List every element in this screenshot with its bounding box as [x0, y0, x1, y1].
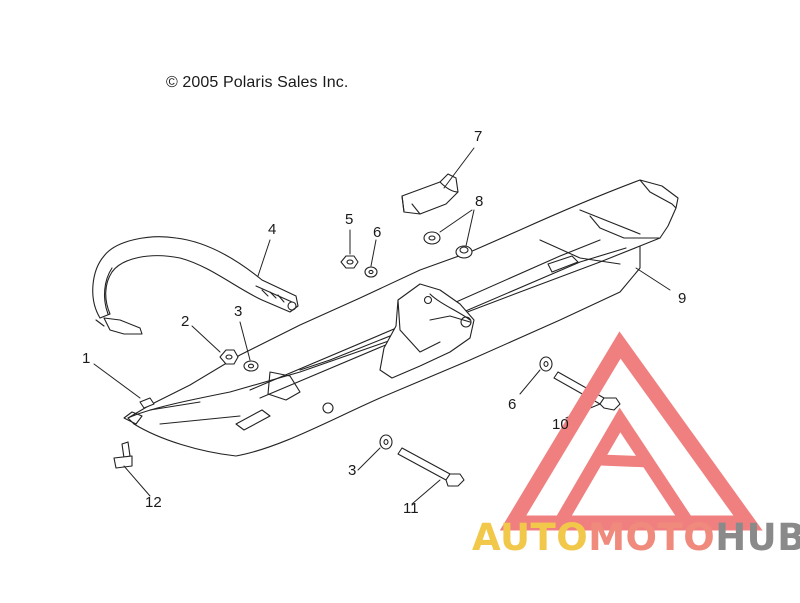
watermark-auto: AUTO — [472, 516, 589, 559]
callout-6-lower: 6 — [508, 396, 517, 413]
washer-6b — [539, 356, 553, 372]
callout-9: 9 — [678, 290, 687, 307]
callout-8: 8 — [475, 193, 484, 210]
callout-3-lower: 3 — [348, 462, 357, 479]
callout-1: 1 — [82, 350, 91, 367]
callout-7: 7 — [474, 128, 483, 145]
nut-2 — [219, 349, 239, 365]
callout-11: 11 — [403, 500, 419, 517]
bolt-12 — [113, 441, 133, 469]
watermark-hub: HUB — [715, 516, 800, 559]
watermark-logo — [499, 331, 763, 531]
callout-6-upper: 6 — [373, 224, 382, 241]
callout-4: 4 — [268, 221, 277, 238]
callout-5: 5 — [345, 211, 354, 228]
bushing-8b — [455, 245, 473, 259]
watermark-text: AUTOMOTOHUB — [472, 516, 800, 559]
skid-pad — [401, 173, 459, 215]
nut-5 — [340, 255, 359, 269]
callout-10: 10 — [552, 416, 569, 433]
copyright-text: © 2005 Polaris Sales Inc. — [166, 74, 349, 91]
ski-body — [123, 179, 679, 457]
clip-1 — [139, 397, 155, 409]
callout-3-upper: 3 — [234, 303, 243, 320]
leader-lines — [93, 147, 671, 505]
washer-6a — [364, 266, 378, 278]
bolt-11 — [397, 447, 465, 487]
washer-8a — [423, 231, 441, 245]
washer-3a — [243, 360, 259, 372]
callout-2: 2 — [181, 313, 190, 330]
watermark-moto: MOTO — [588, 516, 716, 559]
ski-loop-handle — [92, 236, 299, 335]
callout-12: 12 — [145, 494, 162, 511]
washer-3b — [379, 434, 393, 450]
